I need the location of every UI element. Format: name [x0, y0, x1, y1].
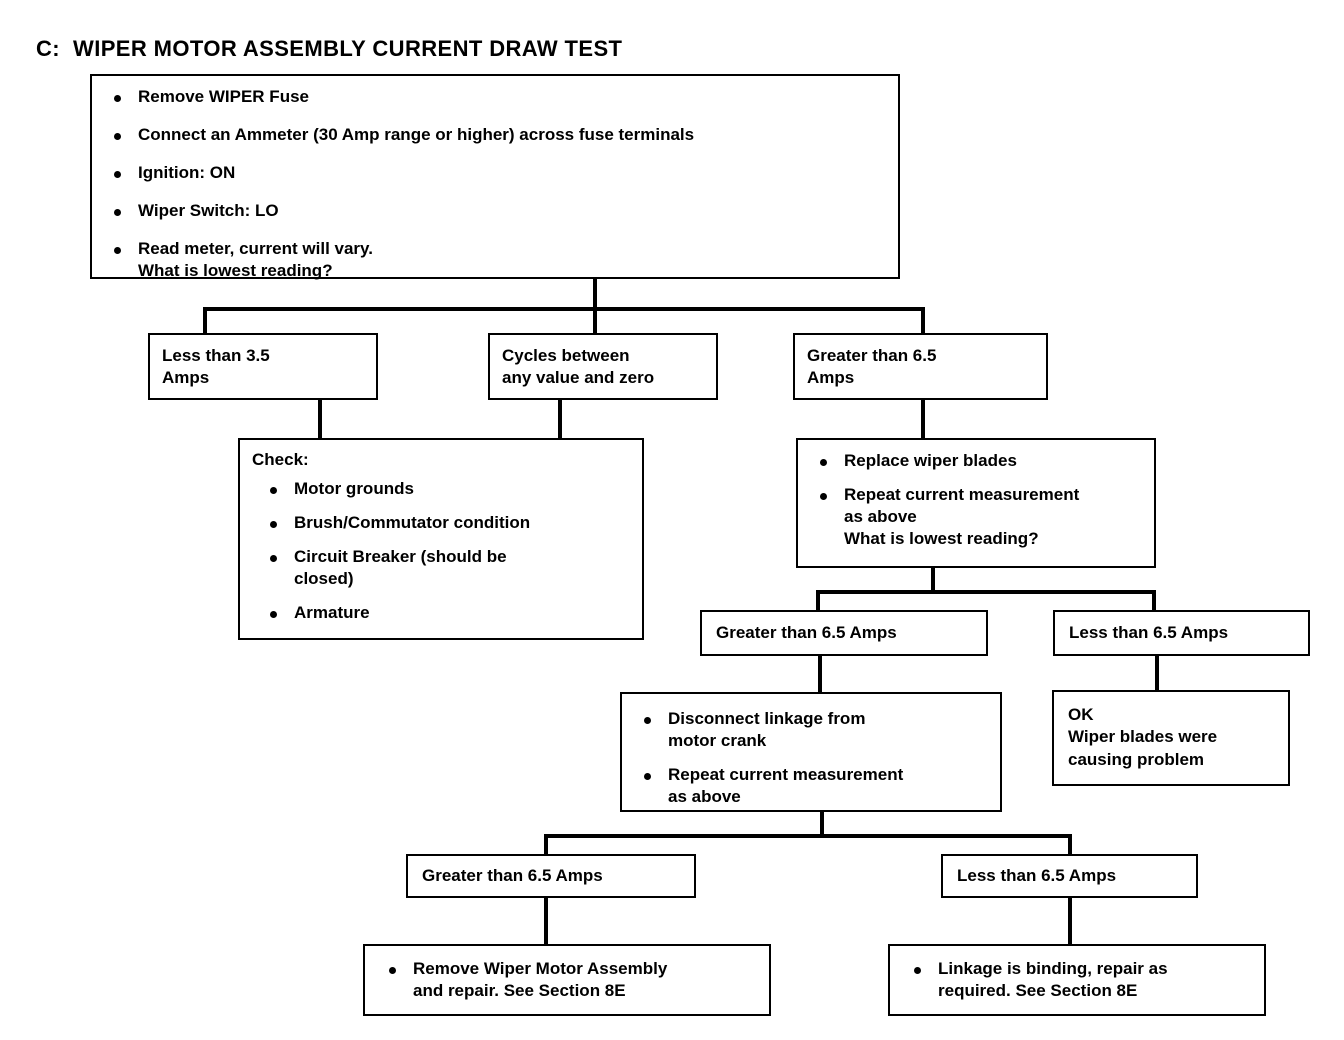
connector-bus2-to-less [1152, 590, 1156, 612]
connector-greater-to-remove [544, 898, 548, 946]
tier2-less-label: Less than 6.5 Amps [1069, 623, 1229, 642]
node-replace-wiper-blades[interactable]: Replace wiper blades Repeat current meas… [796, 438, 1156, 568]
node-tier2-less[interactable]: Less than 6.5 Amps [1053, 610, 1310, 656]
node-tier3-less[interactable]: Less than 6.5 Amps [941, 854, 1198, 898]
list-item: Armature [260, 602, 630, 624]
connector-greater65-to-replace [921, 398, 925, 440]
list-item: Wiper Switch: LO [104, 200, 886, 222]
check-bullet-list: Motor grounds Brush/Commutator condition… [252, 478, 630, 624]
connector-less-to-ok [1155, 656, 1159, 690]
connector-setup-to-bus [593, 277, 597, 311]
list-item: Read meter, current will vary. What is l… [104, 238, 886, 282]
list-item: Circuit Breaker (should be closed) [260, 546, 630, 590]
linkage-binding-bullet-list: Linkage is binding, repair as required. … [900, 958, 1254, 1002]
connector-bus-tier3 [544, 834, 1072, 838]
connector-cycles-to-check [558, 398, 562, 440]
list-item: Disconnect linkage from motor crank [634, 708, 988, 752]
node-branch-less-3-5[interactable]: Less than 3.5 Amps [148, 333, 378, 400]
branch-cycles-label: Cycles between any value and zero [502, 346, 655, 388]
connector-replace-to-bus2 [931, 568, 935, 594]
list-item: Remove WIPER Fuse [104, 86, 886, 108]
connector-disconnect-to-bus3 [820, 812, 824, 836]
node-remove-motor-assembly[interactable]: Remove Wiper Motor Assembly and repair. … [363, 944, 771, 1016]
node-branch-greater-6-5[interactable]: Greater than 6.5 Amps [793, 333, 1048, 400]
node-tier3-greater[interactable]: Greater than 6.5 Amps [406, 854, 696, 898]
connector-bus-to-less35 [203, 307, 207, 335]
list-item: Connect an Ammeter (30 Amp range or high… [104, 124, 886, 146]
connector-bus-to-greater65 [921, 307, 925, 335]
list-item: Repeat current measurement as above [634, 764, 988, 808]
list-item: Brush/Commutator condition [260, 512, 630, 534]
branch-less-3-5-label: Less than 3.5 Amps [162, 346, 270, 388]
list-item: Replace wiper blades [810, 450, 1142, 472]
test-setup-bullet-list: Remove WIPER Fuse Connect an Ammeter (30… [104, 86, 886, 283]
connector-bus2-to-greater [816, 590, 820, 612]
check-heading: Check: [252, 450, 309, 469]
connector-bus-to-cycles [593, 307, 597, 335]
ok-result-label: OK Wiper blades were causing problem [1068, 705, 1218, 769]
connector-bus-tier1 [203, 307, 925, 311]
branch-greater-6-5-label: Greater than 6.5 Amps [807, 346, 937, 388]
connector-bus-tier2 [816, 590, 1156, 594]
tier3-greater-label: Greater than 6.5 Amps [422, 866, 603, 885]
list-item: Repeat current measurement as above What… [810, 484, 1142, 550]
disconnect-bullet-list: Disconnect linkage from motor crank Repe… [634, 708, 988, 808]
list-item: Motor grounds [260, 478, 630, 500]
node-linkage-binding[interactable]: Linkage is binding, repair as required. … [888, 944, 1266, 1016]
node-disconnect-linkage[interactable]: Disconnect linkage from motor crank Repe… [620, 692, 1002, 812]
node-test-setup[interactable]: Remove WIPER Fuse Connect an Ammeter (30… [90, 74, 900, 280]
connector-less-to-binding [1068, 898, 1072, 946]
list-item: Linkage is binding, repair as required. … [904, 958, 1254, 1002]
node-branch-cycles[interactable]: Cycles between any value and zero [488, 333, 718, 400]
connector-greater-to-disconnect [818, 656, 822, 692]
connector-bus3-to-greater [544, 834, 548, 854]
tier2-greater-label: Greater than 6.5 Amps [716, 623, 897, 642]
remove-motor-bullet-list: Remove Wiper Motor Assembly and repair. … [375, 958, 759, 1002]
list-item: Remove Wiper Motor Assembly and repair. … [379, 958, 759, 1002]
replace-blades-bullet-list: Replace wiper blades Repeat current meas… [810, 450, 1142, 550]
connector-less35-to-check [318, 398, 322, 440]
page-title: C: WIPER MOTOR ASSEMBLY CURRENT DRAW TES… [36, 36, 623, 61]
node-tier2-greater[interactable]: Greater than 6.5 Amps [700, 610, 988, 656]
connector-bus3-to-less [1068, 834, 1072, 854]
node-check[interactable]: Check: Motor grounds Brush/Commutator co… [238, 438, 644, 640]
tier3-less-label: Less than 6.5 Amps [957, 866, 1117, 885]
node-ok-result[interactable]: OK Wiper blades were causing problem [1052, 690, 1290, 786]
list-item: Ignition: ON [104, 162, 886, 184]
